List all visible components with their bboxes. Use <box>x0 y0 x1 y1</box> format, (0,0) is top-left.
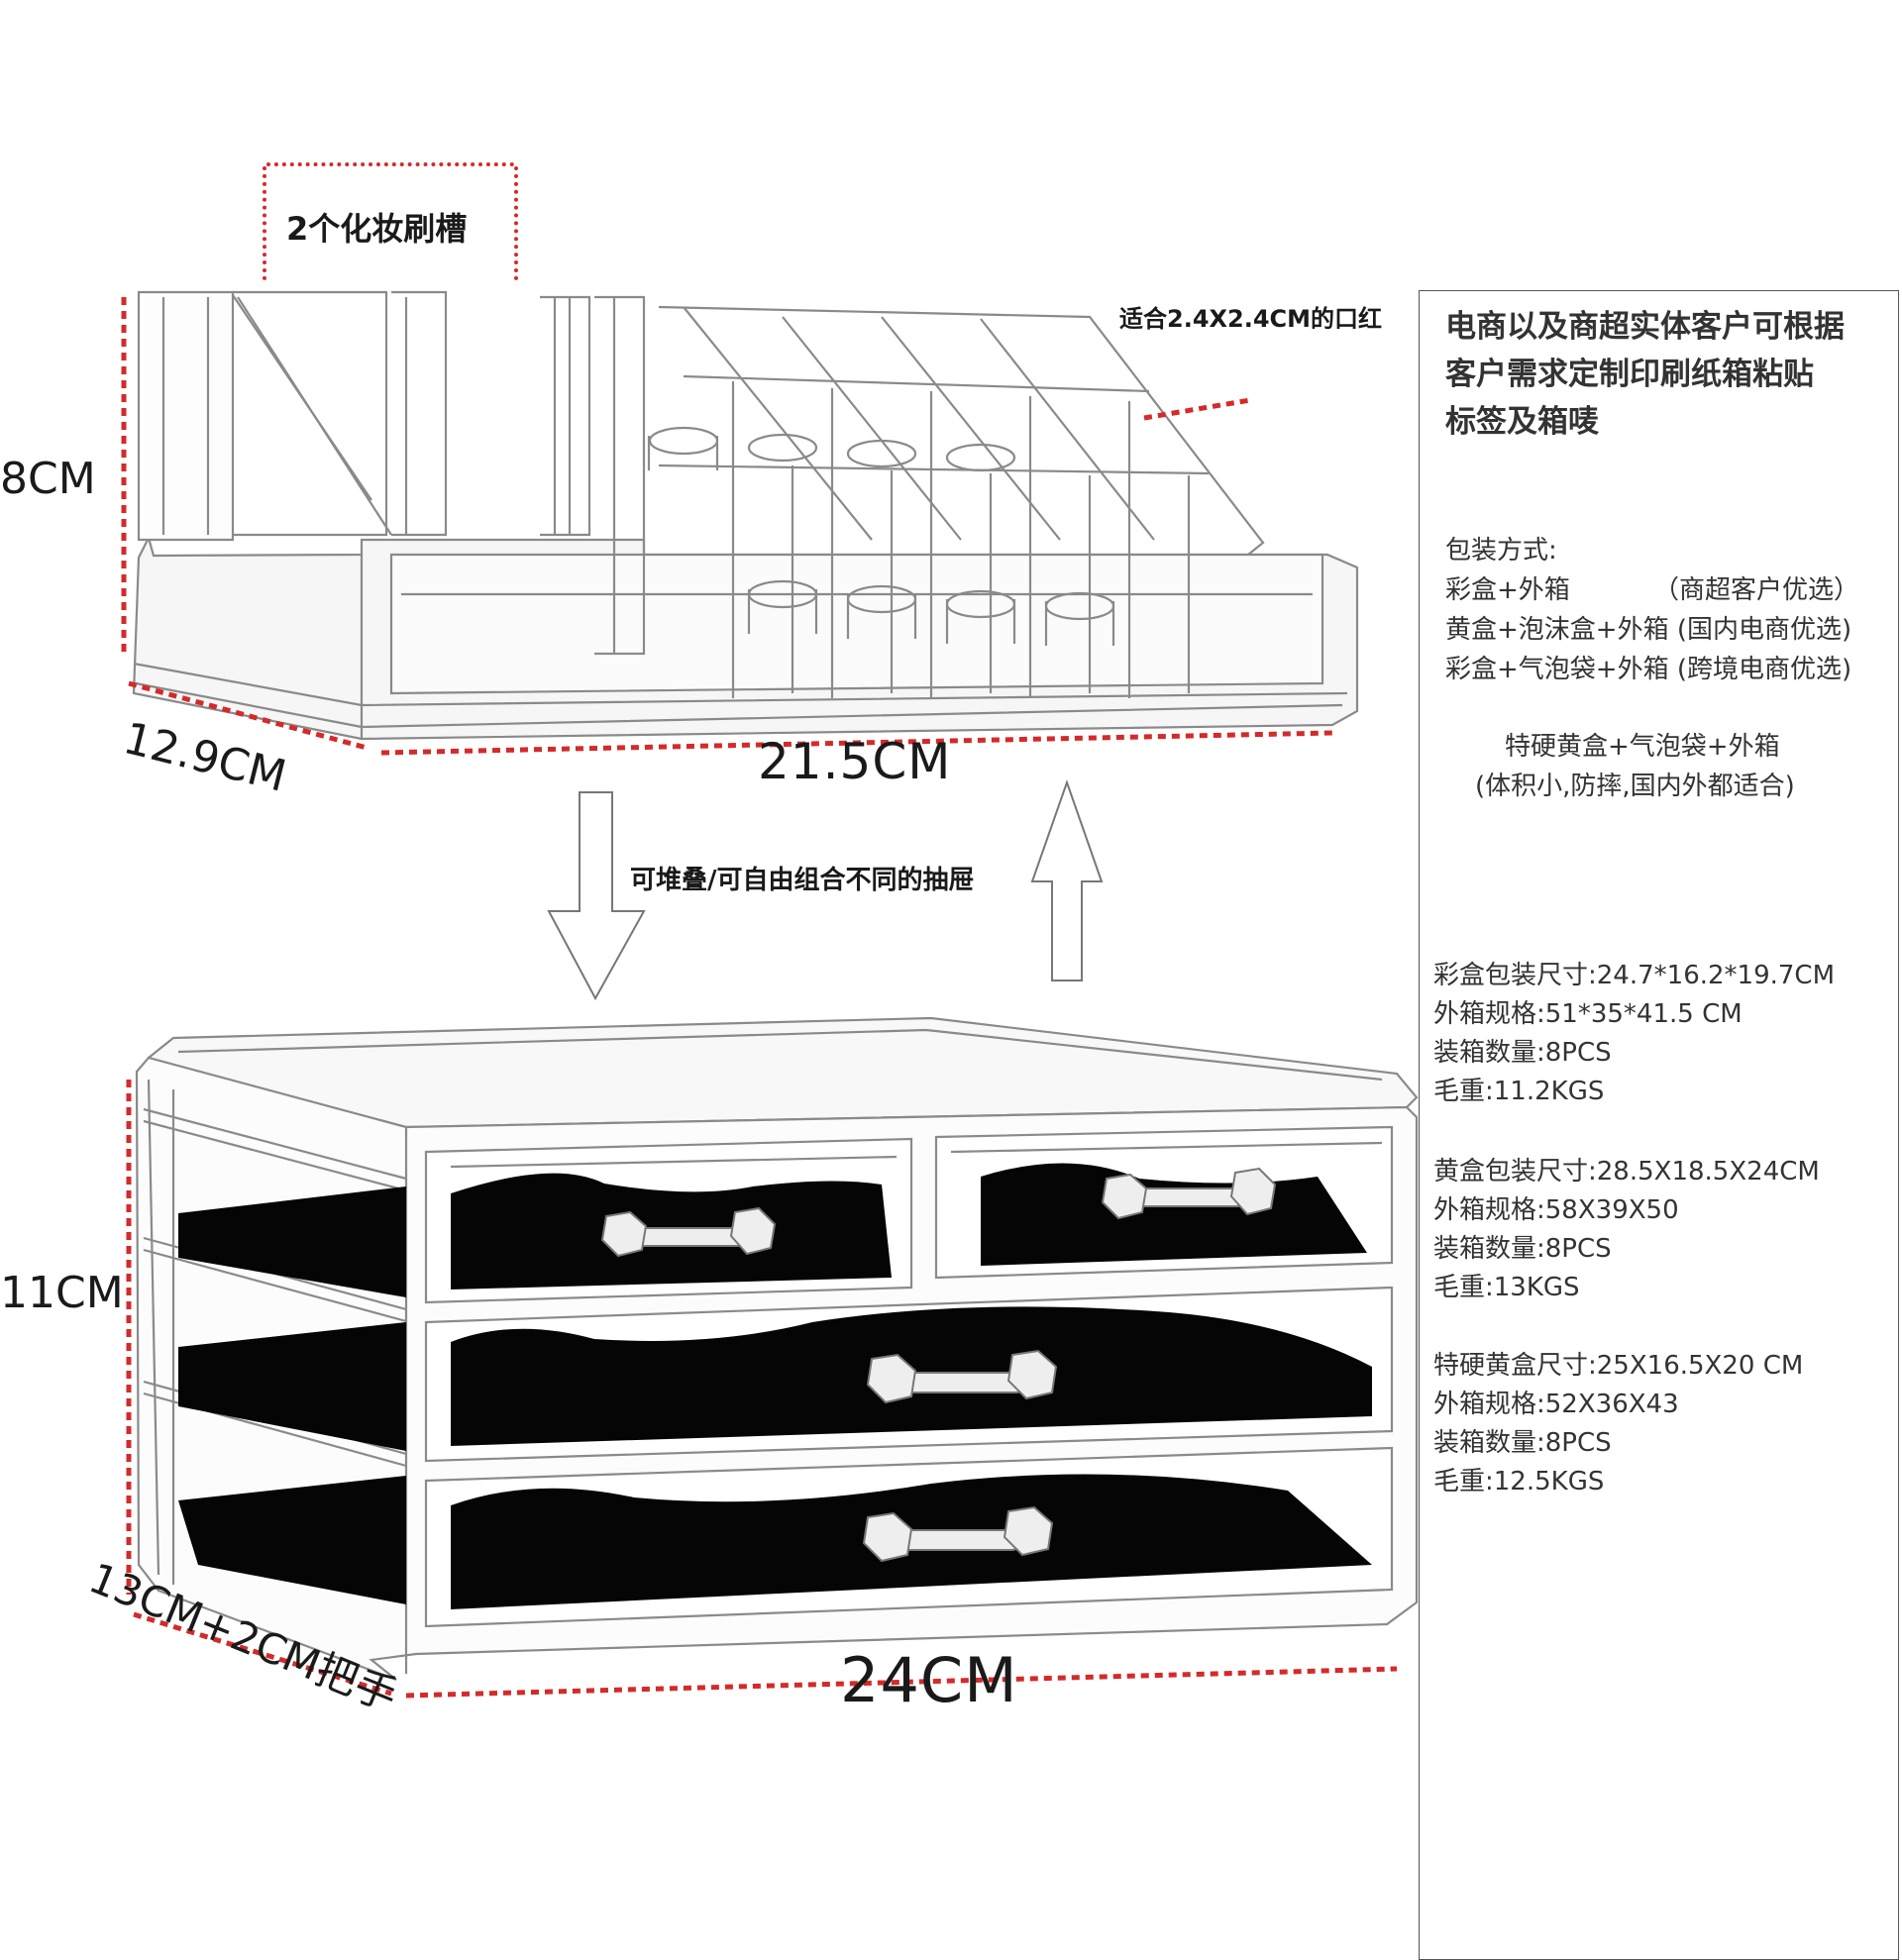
brush-slot-callout: 2个化妆刷槽 <box>263 162 518 280</box>
spec-group-hard-yellow-box: 特硬黄盒尺寸:25X16.5X20 CM 外箱规格:52X36X43 装箱数量:… <box>1433 1347 1803 1501</box>
spec-line: 毛重:12.5KGS <box>1433 1467 1605 1496</box>
packaging-option-name: 彩盒+外箱 <box>1445 575 1570 605</box>
spec-line: 毛重:11.2KGS <box>1433 1077 1605 1106</box>
lipstick-fit-label: 适合2.4X2.4CM的口红 <box>1119 305 1383 333</box>
spec-group-color-box: 彩盒包装尺寸:24.7*16.2*19.7CM 外箱规格:51*35*41.5 … <box>1433 957 1835 1111</box>
headline-line: 标签及箱唛 <box>1445 404 1599 440</box>
spec-line: 彩盒包装尺寸:24.7*16.2*19.7CM <box>1433 961 1836 990</box>
packaging-option-name: 黄盒+泡沫盒+外箱 <box>1445 615 1669 645</box>
packaging-title: 包装方式: <box>1445 536 1557 566</box>
spec-line: 特硬黄盒尺寸:25X16.5X20 CM <box>1433 1351 1804 1381</box>
packaging-special-note: (体积小,防摔,国内外都适合) <box>1475 772 1795 801</box>
headline-line: 电商以及商超实体客户可根据 <box>1445 309 1845 345</box>
lipstick-organizer-illustration <box>132 290 1359 741</box>
top-width-label: 21.5CM <box>758 733 952 790</box>
packaging-option: 彩盒+气泡袋+外箱 (跨境电商优选) <box>1445 650 1851 689</box>
callout-top-border <box>266 162 514 166</box>
top-height-label: 8CM <box>0 454 96 504</box>
packaging-option-note: （商超客户优选） <box>1653 575 1860 605</box>
dimension-lines <box>121 297 1398 1699</box>
packaging-option: 彩盒+外箱 （商超客户优选） <box>1445 570 1859 610</box>
spec-line: 装箱数量:8PCS <box>1433 1428 1612 1458</box>
custom-printing-headline: 电商以及商超实体客户可根据 客户需求定制印刷纸箱粘贴 标签及箱唛 <box>1445 303 1845 446</box>
spec-line: 装箱数量:8PCS <box>1433 1038 1612 1068</box>
spec-line: 外箱规格:58X39X50 <box>1433 1195 1679 1225</box>
spec-line: 黄盒包装尺寸:28.5X18.5X24CM <box>1433 1157 1820 1186</box>
stackable-label: 可堆叠/可自由组合不同的抽屉 <box>630 866 975 895</box>
spec-line: 装箱数量:8PCS <box>1433 1234 1612 1264</box>
spec-line: 毛重:13KGS <box>1433 1273 1580 1302</box>
spec-line: 外箱规格:51*35*41.5 CM <box>1433 999 1743 1029</box>
brush-slot-label: 2个化妆刷槽 <box>286 210 468 248</box>
bottom-width-label: 24CM <box>840 1644 1018 1716</box>
packaging-option-name: 彩盒+气泡袋+外箱 <box>1445 655 1669 684</box>
spec-line: 外箱规格:52X36X43 <box>1433 1390 1679 1419</box>
packaging-special: 特硬黄盒+气泡袋+外箱 <box>1505 732 1780 762</box>
bottom-height-label: 11CM <box>0 1268 124 1318</box>
spec-group-yellow-box: 黄盒包装尺寸:28.5X18.5X24CM 外箱规格:58X39X50 装箱数量… <box>1433 1153 1820 1307</box>
packaging-info-panel: 电商以及商超实体客户可根据 客户需求定制印刷纸箱粘贴 标签及箱唛 包装方式: 彩… <box>1419 290 1899 1960</box>
packaging-option-note: (跨境电商优选) <box>1676 655 1852 684</box>
packaging-option: 黄盒+泡沫盒+外箱 (国内电商优选) <box>1445 610 1851 650</box>
drawer-organizer-illustration <box>135 1016 1419 1682</box>
headline-line: 客户需求定制印刷纸箱粘贴 <box>1445 357 1814 392</box>
packaging-option-note: (国内电商优选) <box>1676 615 1852 645</box>
